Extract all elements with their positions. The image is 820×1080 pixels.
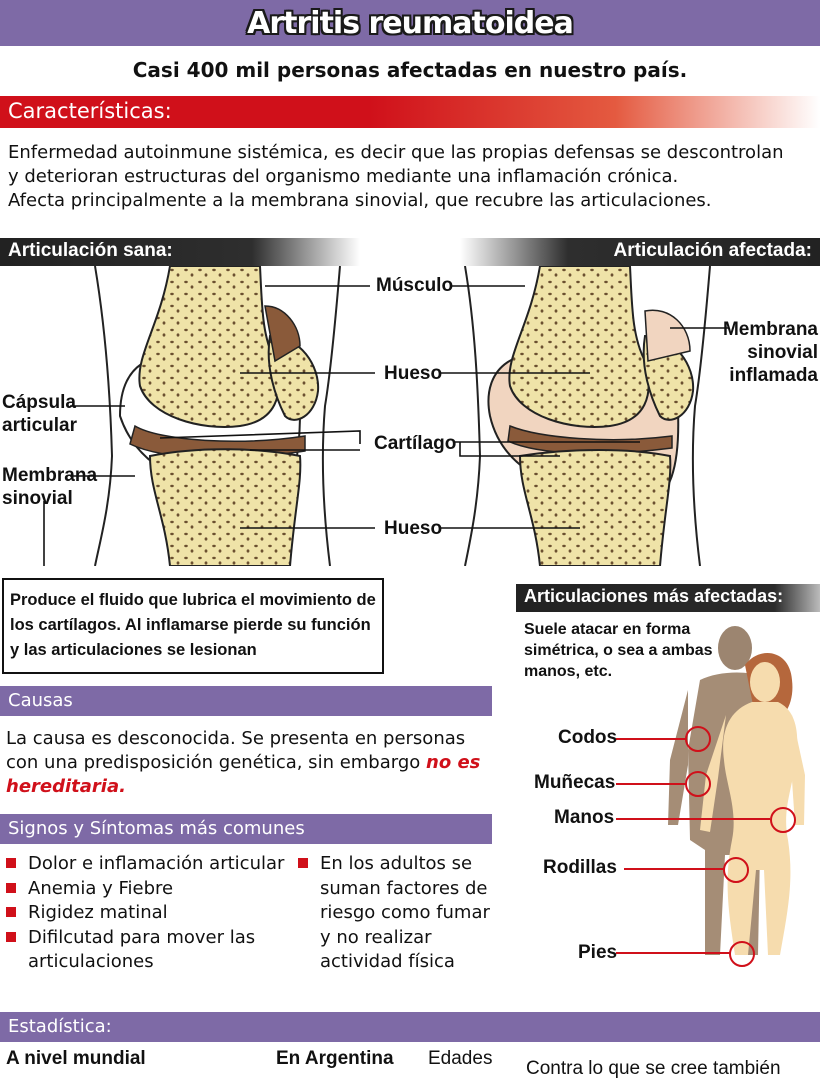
body-figure: [616, 626, 805, 967]
affected-joint-header: Articulación afectada:: [460, 238, 820, 266]
symptom-item: Difilcutad para mover las articulaciones: [4, 926, 300, 975]
causas-text: La causa es desconocida. Se presenta en …: [6, 727, 496, 799]
estadistica-header: Estadística:: [0, 1012, 820, 1042]
knee-marker: [723, 857, 749, 883]
joint-label-rodillas: Rodillas: [543, 857, 617, 878]
title-bar: Artritis reumatoidea: [0, 0, 820, 46]
joint-label-pies: Pies: [578, 942, 618, 963]
healthy-joint-heading: Articulación sana:: [8, 240, 173, 261]
intro-line: y deterioran estructuras del organismo m…: [8, 166, 679, 187]
subtitle: Casi 400 mil personas afectadas en nuest…: [132, 58, 688, 82]
stat-mundial: A nivel mundial: [6, 1048, 146, 1069]
symptom-item: Dolor e inflamación articular: [4, 852, 300, 877]
symptom-item: En los adultos se suman factores de ries…: [296, 852, 496, 975]
affected-joint-heading: Articulación afectada:: [613, 240, 813, 261]
articulaciones-heading: Articulaciones más afectadas:: [524, 586, 784, 606]
label-musculo: Músculo: [376, 275, 454, 296]
joint-label-manos: Manos: [554, 807, 615, 828]
signos-heading: Signos y Síntomas más comunes: [8, 818, 305, 839]
page-title: Artritis reumatoidea: [247, 5, 574, 41]
articulaciones-description: Suele atacar en forma simétrica, o sea a…: [524, 621, 713, 680]
label-membrana: Membrana sinovial: [2, 465, 98, 509]
label-hueso-bottom: Hueso: [384, 518, 443, 539]
label-membrana-inflamada: Membrana sinovial inflamada: [722, 319, 818, 386]
stat-edades: Edades: [428, 1048, 493, 1069]
female-figure: [700, 653, 805, 955]
causas-heading: Causas: [8, 690, 73, 711]
estadistica-heading: Estadística:: [8, 1016, 112, 1037]
symptoms-list-left: Dolor e inflamación articular Anemia y F…: [4, 852, 300, 975]
healthy-joint-header: Articulación sana:: [0, 238, 360, 266]
hand-marker: [770, 807, 796, 833]
intro-line: Enfermedad autoinmune sistémica, es deci…: [8, 142, 784, 163]
fluid-note-box: Produce el fluido que lubrica el movimie…: [2, 578, 384, 674]
causas-header: Causas: [0, 686, 492, 716]
stat-contra: Contra lo que se cree también: [526, 1058, 781, 1079]
caracteristicas-header: Características:: [0, 96, 820, 128]
stat-argentina: En Argentina: [276, 1048, 394, 1069]
elbow-marker: [685, 726, 711, 752]
joint-markers: [616, 726, 796, 967]
symptom-item: Rigidez matinal: [4, 901, 300, 926]
caracteristicas-text: Enfermedad autoinmune sistémica, es deci…: [8, 141, 808, 213]
caracteristicas-heading: Características:: [8, 99, 172, 123]
leader-lines: [43, 285, 728, 566]
affected-knee: [464, 266, 711, 566]
label-capsula: Cápsula articular: [2, 392, 77, 436]
wrist-marker: [685, 771, 711, 797]
symptoms-list-right: En los adultos se suman factores de ries…: [296, 852, 496, 975]
label-hueso-top: Hueso: [384, 363, 443, 384]
foot-marker: [729, 941, 755, 967]
articulaciones-header: Articulaciones más afectadas:: [516, 584, 820, 612]
healthy-knee: [94, 266, 341, 566]
causas-body: La causa es desconocida. Se presenta en …: [6, 728, 466, 773]
causas-highlight: no es hereditaria.: [6, 752, 481, 797]
label-cartilago: Cartílago: [374, 433, 457, 454]
joint-label-codos: Codos: [558, 727, 618, 748]
signos-header: Signos y Síntomas más comunes: [0, 814, 492, 844]
intro-line: Afecta principalmente a la membrana sino…: [8, 190, 712, 211]
knee-joint-diagram: [43, 266, 728, 566]
joint-label-munecas: Muñecas: [534, 772, 616, 793]
symptom-item: Anemia y Fiebre: [4, 877, 300, 902]
